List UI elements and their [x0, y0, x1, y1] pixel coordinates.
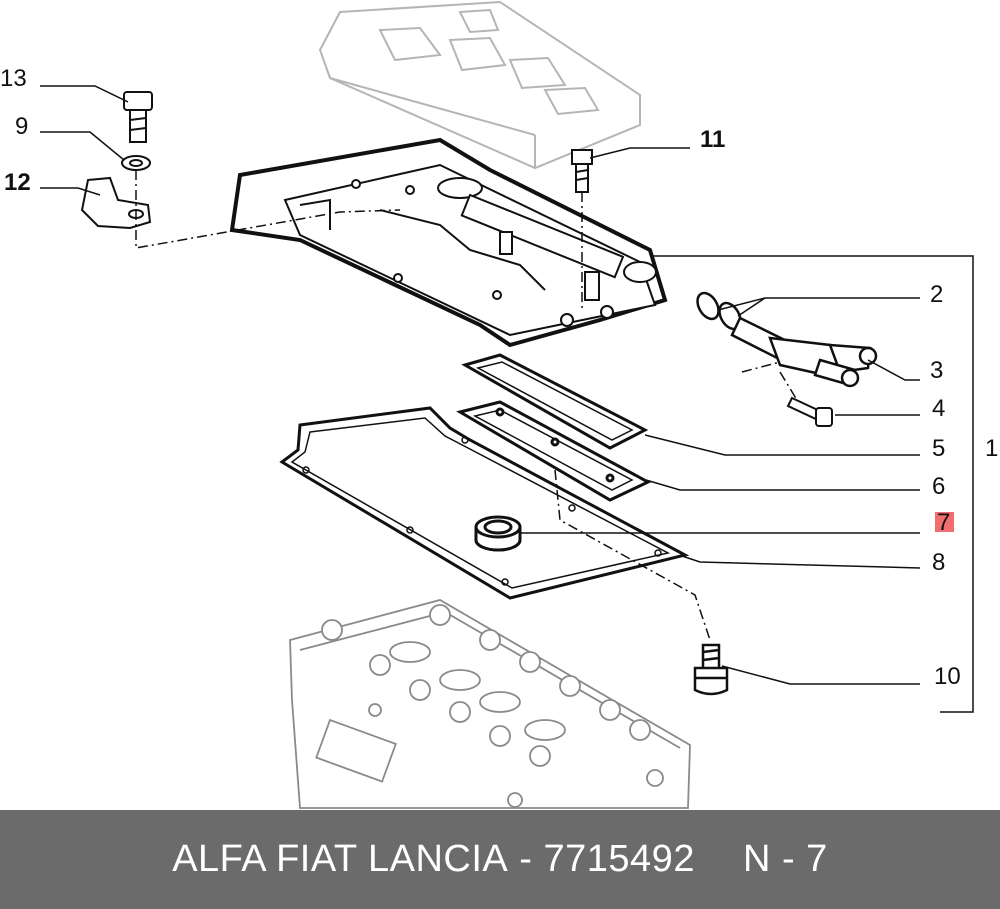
washer-9 — [121, 155, 151, 171]
exploded-parts-diagram: 13 9 12 11 2 3 4 5 1 6 7 8 10 — [0, 0, 998, 809]
dash-line-12 — [135, 170, 401, 249]
callout-7: 7 — [937, 509, 950, 536]
leader-lines — [40, 85, 974, 713]
engine-cover-top — [318, 0, 641, 170]
callout-12: 12 — [4, 169, 31, 196]
stud-11 — [571, 149, 593, 310]
valve-cover — [229, 137, 668, 348]
callout-11: 11 — [700, 126, 725, 153]
callout-5: 5 — [932, 435, 945, 462]
callout-9: 9 — [15, 113, 28, 140]
cylinder-head — [289, 599, 691, 809]
callout-13: 13 — [0, 65, 27, 92]
callout-4: 4 — [932, 395, 945, 422]
position-code: N - 7 — [742, 838, 828, 880]
callout-6: 6 — [932, 473, 945, 500]
bracket-12 — [80, 176, 152, 230]
stud-10 — [693, 643, 729, 696]
part-number: 7715492 — [543, 838, 695, 880]
gasket-8 — [279, 406, 690, 600]
footer-bar: ALFA FIAT LANCIA - 7715492 N - 7 — [0, 810, 1000, 909]
o-rings-2 — [696, 291, 742, 331]
dash-line-3 — [741, 361, 801, 406]
callout-7-highlight — [935, 512, 954, 532]
bolt-13 — [123, 91, 153, 143]
brand-names: ALFA FIAT LANCIA — [172, 838, 509, 880]
separator: - — [519, 838, 533, 880]
callout-10: 10 — [934, 663, 961, 690]
gasket-5 — [461, 353, 649, 450]
bolt-4 — [786, 396, 833, 427]
fitting-3 — [730, 316, 878, 388]
callout-8: 8 — [932, 549, 945, 576]
gasket-6 — [456, 400, 652, 502]
callout-3: 3 — [930, 357, 943, 384]
callout-1: 1 — [985, 435, 998, 462]
dash-line-8 — [554, 469, 711, 641]
seal-7 — [474, 515, 522, 552]
callout-2: 2 — [930, 281, 943, 308]
